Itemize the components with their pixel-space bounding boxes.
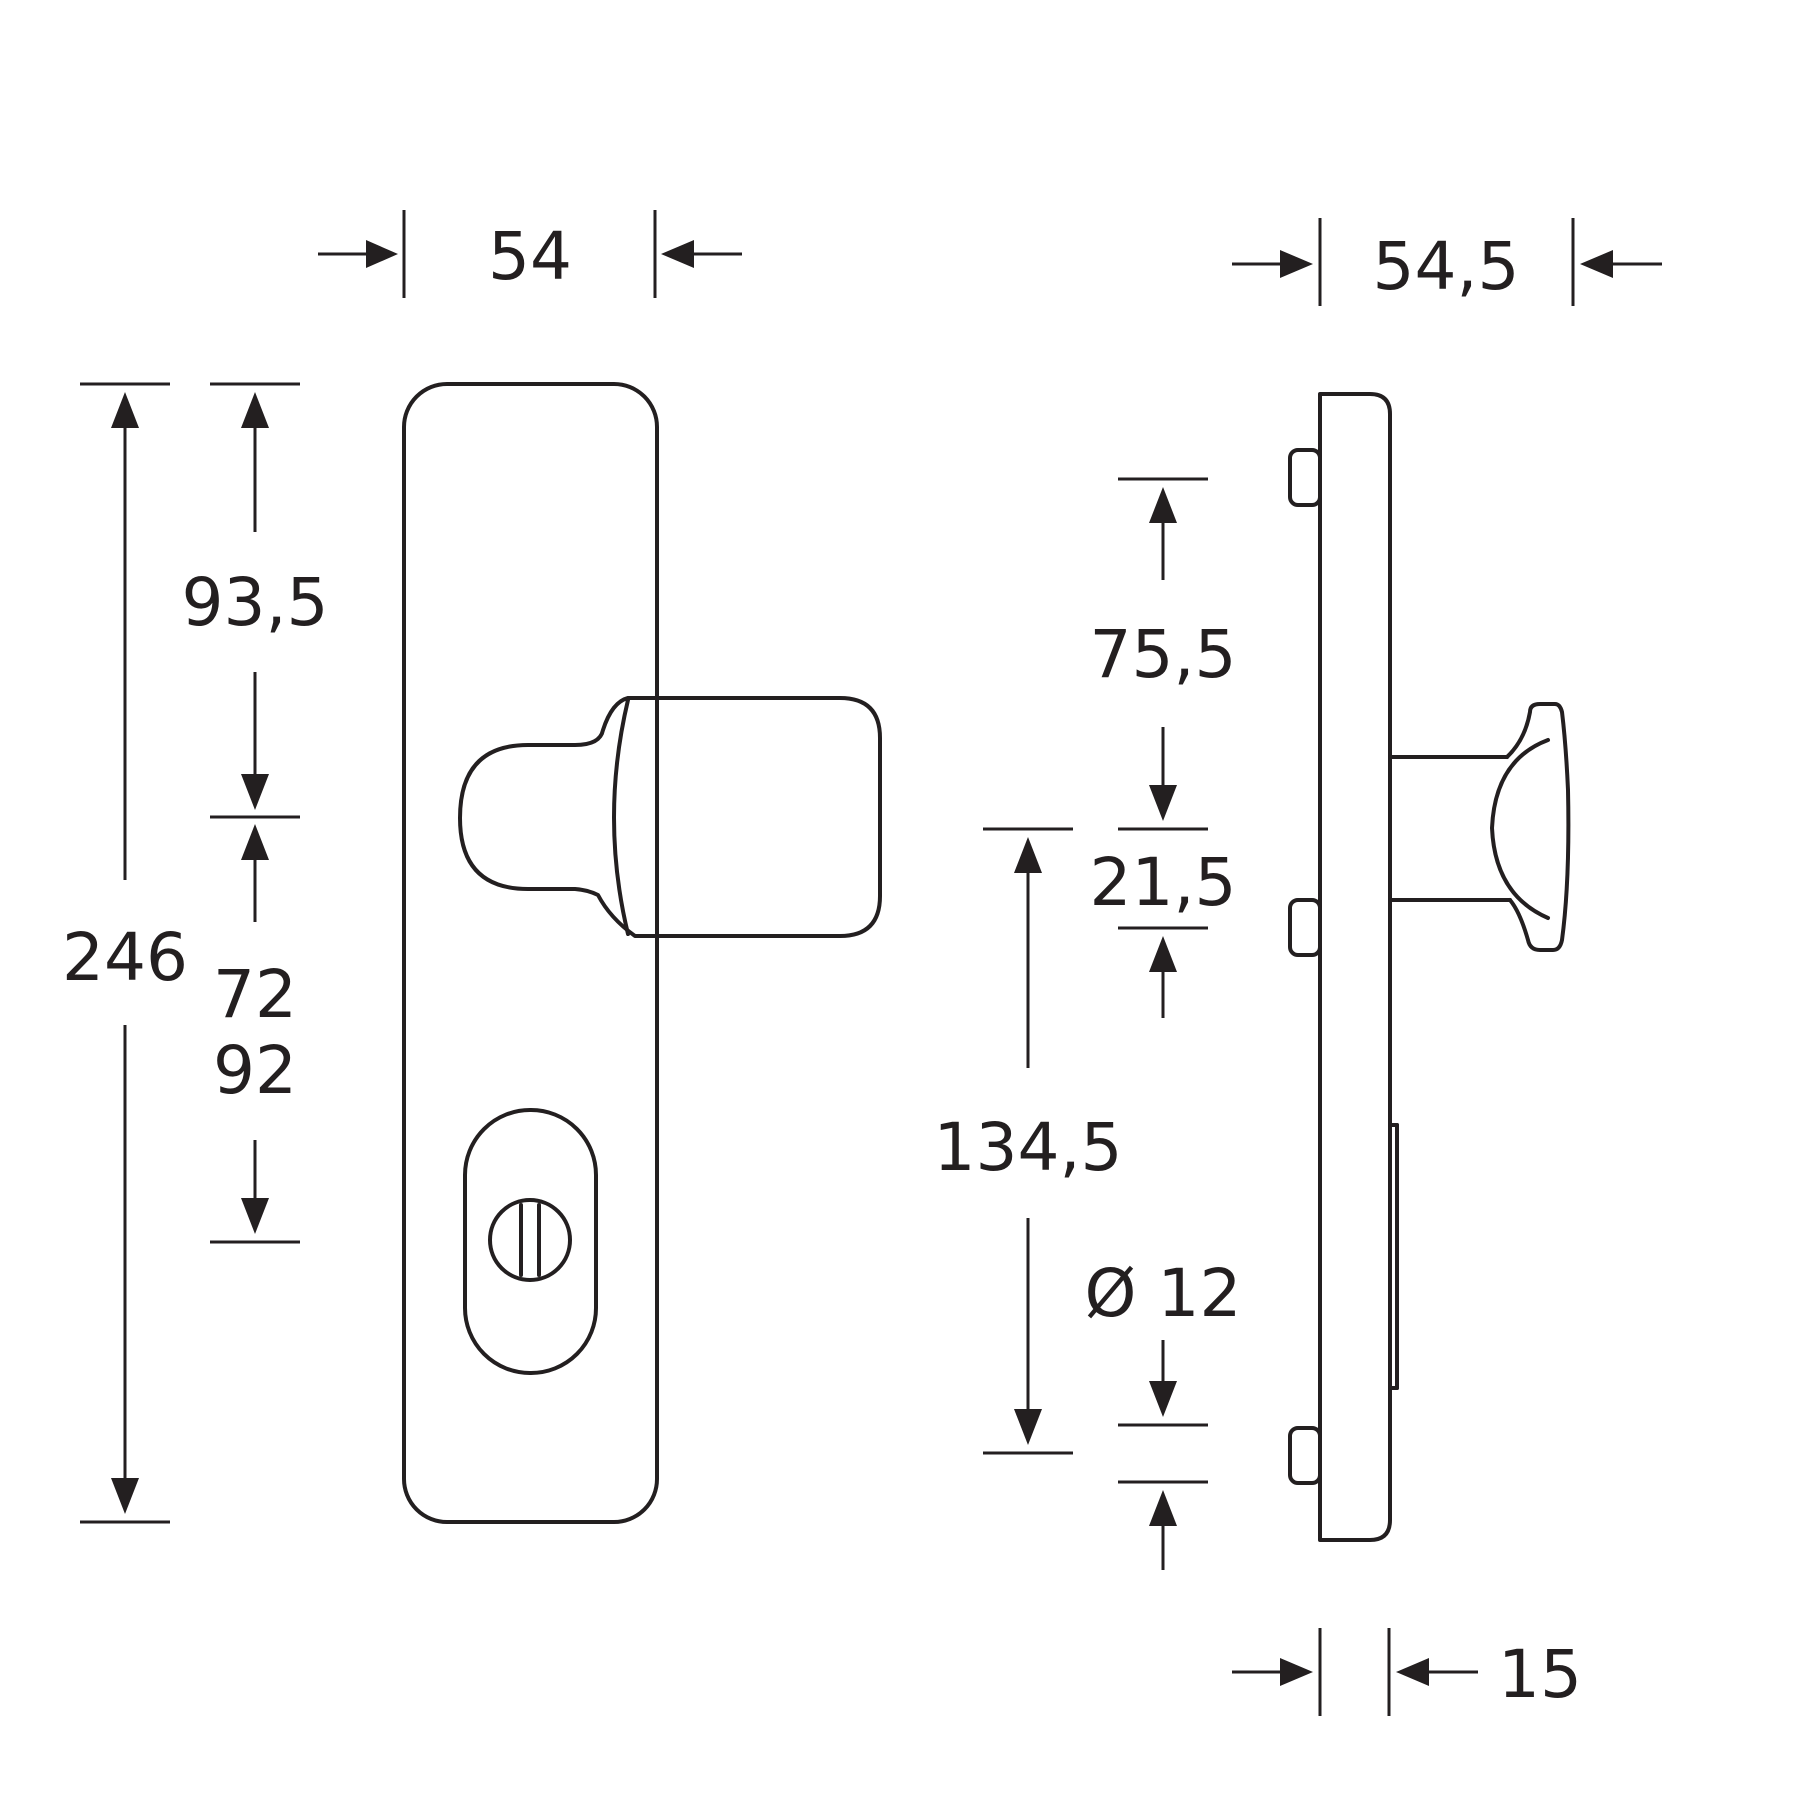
front-knob-to-cylinder-label-2: 92 [213,1032,297,1109]
side-knob-head-inner [1490,738,1550,920]
side-width-label: 54,5 [1373,228,1520,305]
dim-side-diameter: Ø 12 [1085,1255,1242,1570]
side-top-to-knob-label: 75,5 [1090,616,1237,693]
dim-front-top-to-knob: 93,5 [182,382,329,819]
side-screw-spacing-label: 134,5 [934,1109,1123,1186]
side-stud-middle [1288,898,1322,957]
front-height-label: 246 [62,919,188,996]
front-width-label: 54 [488,218,572,295]
dim-side-thickness: 15 [1232,1628,1582,1716]
front-knob-to-cylinder-label-1: 72 [213,956,297,1033]
side-diameter-label: Ø 12 [1085,1255,1242,1332]
front-knob-edge [612,698,630,936]
dim-side-knob-offset: 21,5 [1090,844,1237,1018]
dim-side-width: 54,5 [1232,218,1662,306]
front-view [402,382,882,1524]
front-backplate [402,382,659,1524]
front-knob [458,696,882,938]
dim-side-top-to-knob: 75,5 [1090,477,1237,831]
dim-front-height: 246 [62,382,188,1524]
side-thickness-label: 15 [1498,1636,1582,1713]
dim-front-width: 54 [318,210,742,298]
front-top-to-knob-label: 93,5 [182,564,329,641]
side-knob-offset-label: 21,5 [1090,844,1237,921]
side-stud-top [1288,448,1322,507]
side-stud-bottom [1288,1426,1322,1485]
dim-side-screw-spacing: 134,5 [934,827,1123,1455]
dim-front-knob-to-cylinder: 72 92 [210,824,300,1244]
side-view [1288,392,1571,1542]
front-cylinder-rose [463,1108,598,1375]
side-backplate [1318,392,1392,1542]
side-knob-head [1505,702,1571,952]
front-turn-knob [488,1198,572,1282]
